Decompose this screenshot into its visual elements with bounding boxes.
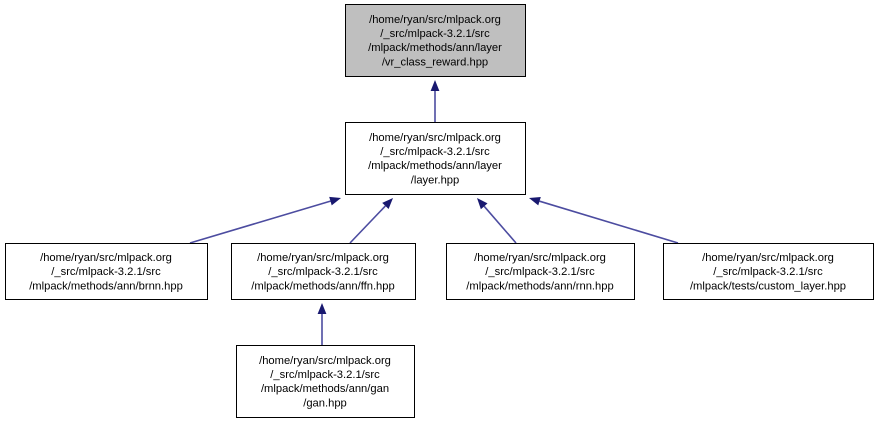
edge-line <box>189 200 331 244</box>
node-label-line: /home/ryan/src/mlpack.org <box>369 132 501 144</box>
node-label-line: /mlpack/methods/ann/gan <box>261 383 389 395</box>
edge-group <box>189 80 679 345</box>
edge-arrowhead-icon <box>529 196 541 206</box>
node-label-line: /layer.hpp <box>411 174 460 186</box>
node-label-line: /_src/mlpack-3.2.1/src <box>380 146 490 158</box>
node-rnn-hpp[interactable]: /home/ryan/src/mlpack.org /_src/mlpack-3.… <box>446 243 635 300</box>
node-gan-hpp[interactable]: /home/ryan/src/mlpack.org /_src/mlpack-3.… <box>236 345 415 418</box>
node-box[interactable] <box>231 243 416 300</box>
node-label-line: /mlpack/methods/ann/rnn.hpp <box>466 280 613 292</box>
node-label-line: /_src/mlpack-3.2.1/src <box>51 266 161 278</box>
edge-arrowhead-icon <box>477 198 488 210</box>
node-box[interactable] <box>5 243 208 300</box>
node-label-line: /home/ryan/src/mlpack.org <box>257 252 389 264</box>
edge-arrowhead-icon <box>430 80 440 91</box>
node-label-line: /mlpack/methods/ann/brnn.hpp <box>29 280 183 292</box>
node-label-line: /mlpack/tests/custom_layer.hpp <box>690 280 846 292</box>
edge-custom-layer-to-layer <box>529 196 679 244</box>
edge-gan-to-ffn <box>317 303 327 345</box>
node-group: /home/ryan/src/mlpack.org /_src/mlpack-3.… <box>5 4 874 418</box>
edge-layer-to-vr-class-reward <box>430 80 440 122</box>
node-label-line: /_src/mlpack-3.2.1/src <box>485 266 595 278</box>
edge-rnn-to-layer <box>477 198 517 244</box>
edge-line <box>539 200 679 244</box>
edge-arrowhead-icon <box>329 196 341 206</box>
node-label-line: /home/ryan/src/mlpack.org <box>474 252 606 264</box>
node-label-line: /_src/mlpack-3.2.1/src <box>380 28 490 40</box>
node-label-line: /mlpack/methods/ann/ffn.hpp <box>251 280 394 292</box>
node-vr-class-reward-hpp[interactable]: /home/ryan/src/mlpack.org /_src/mlpack-3.… <box>345 4 526 77</box>
node-box[interactable] <box>345 4 526 77</box>
node-custom-layer-hpp[interactable]: /home/ryan/src/mlpack.org /_src/mlpack-3.… <box>663 243 874 300</box>
node-label-line: /mlpack/methods/ann/layer <box>368 42 502 54</box>
edge-arrowhead-icon <box>317 303 327 314</box>
node-box[interactable] <box>663 243 874 300</box>
node-box[interactable] <box>446 243 635 300</box>
node-label-line: /gan.hpp <box>303 397 347 409</box>
node-label-line: /_src/mlpack-3.2.1/src <box>713 266 823 278</box>
edge-arrowhead-icon <box>382 198 393 209</box>
node-label-line: /home/ryan/src/mlpack.org <box>259 355 391 367</box>
node-ffn-hpp[interactable]: /home/ryan/src/mlpack.org /_src/mlpack-3.… <box>231 243 416 300</box>
node-label-line: /_src/mlpack-3.2.1/src <box>268 266 378 278</box>
node-label-line: /home/ryan/src/mlpack.org <box>40 252 172 264</box>
node-label-line: /vr_class_reward.hpp <box>382 56 488 68</box>
edge-ffn-to-layer <box>349 198 393 244</box>
edge-line <box>483 205 517 244</box>
node-brnn-hpp[interactable]: /home/ryan/src/mlpack.org /_src/mlpack-3.… <box>5 243 208 300</box>
node-label-line: /home/ryan/src/mlpack.org <box>702 252 834 264</box>
node-label-line: /mlpack/methods/ann/layer <box>368 160 502 172</box>
node-box[interactable] <box>236 345 415 418</box>
edge-brnn-to-layer <box>189 196 341 244</box>
node-box[interactable] <box>345 122 526 195</box>
node-label-line: /_src/mlpack-3.2.1/src <box>270 369 380 381</box>
node-layer-hpp[interactable]: /home/ryan/src/mlpack.org /_src/mlpack-3.… <box>345 122 526 195</box>
edge-line <box>349 205 386 244</box>
node-label-line: /home/ryan/src/mlpack.org <box>369 14 501 26</box>
